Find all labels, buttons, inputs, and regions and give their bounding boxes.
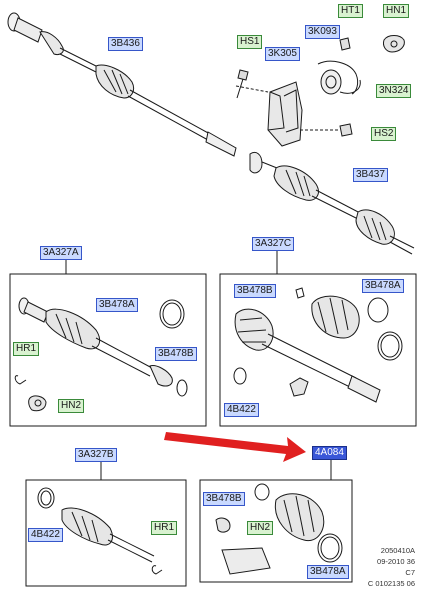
label-c-ring[interactable]: 4B422 — [224, 403, 259, 417]
panel-b-drawing — [37, 487, 163, 575]
label-a-boot-b[interactable]: 3B478B — [155, 347, 197, 361]
panel-a-drawing — [14, 297, 188, 412]
label-bolt-hs2[interactable]: HS2 — [371, 127, 397, 141]
label-bolt-hs1[interactable]: HS1 — [237, 35, 263, 49]
label-panel-b-title[interactable]: 3A327B — [75, 448, 117, 462]
label-clip-ht1[interactable]: HT1 — [338, 4, 363, 18]
label-nut-hn1[interactable]: HN1 — [383, 4, 410, 18]
footer-code-4: C 0102135 06 — [367, 579, 415, 588]
right-drive-shaft-drawing — [249, 151, 415, 255]
label-shaft-top[interactable]: 3B436 — [108, 37, 143, 51]
label-c-boot-a[interactable]: 3B478A — [362, 279, 404, 293]
label-panel-c-title[interactable]: 3A327C — [252, 237, 295, 251]
label-a-hn2[interactable]: HN2 — [58, 399, 85, 413]
label-kit-title[interactable]: 4A084 — [312, 446, 347, 460]
label-a-boot[interactable]: 3B478A — [96, 298, 138, 312]
label-bracket[interactable]: 3K305 — [265, 47, 300, 61]
label-shaft-right[interactable]: 3B437 — [353, 168, 388, 182]
label-c-boot-b[interactable]: 3B478B — [234, 284, 276, 298]
footer-code-2: 09-2010 36 — [377, 557, 415, 566]
footer-code-3: C7 — [405, 568, 415, 577]
label-a-hr1[interactable]: HR1 — [13, 342, 40, 356]
label-k-hn2[interactable]: HN2 — [247, 521, 274, 535]
highlight-arrow — [164, 432, 306, 462]
label-b-hr1[interactable]: HR1 — [151, 521, 178, 535]
kit-drawing — [215, 483, 343, 575]
bracket-assembly-drawing — [235, 35, 405, 147]
label-b-ring[interactable]: 4B422 — [28, 528, 63, 542]
label-bearing-retainer[interactable]: 3N324 — [376, 84, 412, 98]
footer-code-1: 2050410A — [380, 546, 415, 555]
label-k-boot-a[interactable]: 3B478A — [307, 565, 349, 579]
panel-c-drawing — [233, 287, 403, 403]
upper-drive-shaft-drawing — [7, 12, 237, 157]
label-panel-a-title[interactable]: 3A327A — [40, 246, 82, 260]
label-k-boot-b[interactable]: 3B478B — [203, 492, 245, 506]
label-bearing[interactable]: 3K093 — [305, 25, 340, 39]
